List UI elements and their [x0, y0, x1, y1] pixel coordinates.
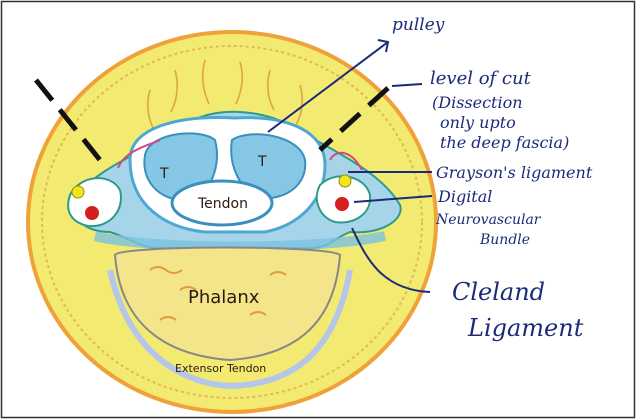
label-extensor-tendon: Extensor Tendon	[175, 362, 266, 375]
label-tendon: Tendon	[197, 196, 248, 212]
label-level-of-cut-2: (Dissection	[432, 93, 523, 112]
label-digital-nv-3: Bundle	[479, 232, 530, 248]
label-level-of-cut-4: the deep fascia)	[440, 133, 569, 152]
left-nerve	[72, 186, 84, 198]
right-nerve	[339, 175, 351, 187]
label-graysons-ligament: Grayson's ligament	[436, 163, 593, 182]
right-artery	[335, 197, 349, 211]
left-artery	[85, 206, 99, 220]
label-level-of-cut-3: only upto	[440, 113, 516, 132]
label-level-of-cut-1: level of cut	[430, 68, 532, 89]
label-cleland-2: Ligament	[467, 314, 584, 342]
cut-leader	[392, 84, 422, 86]
label-t-right: T	[257, 154, 267, 170]
label-cleland-1: Cleland	[452, 278, 545, 306]
label-t-left: T	[159, 166, 169, 182]
finger-cross-section	[28, 32, 436, 412]
label-phalanx: Phalanx	[188, 287, 260, 308]
label-digital-nv-2: Neurovascular	[435, 212, 542, 228]
label-pulley: pulley	[392, 15, 445, 35]
label-digital-nv-1: Digital	[437, 187, 492, 206]
